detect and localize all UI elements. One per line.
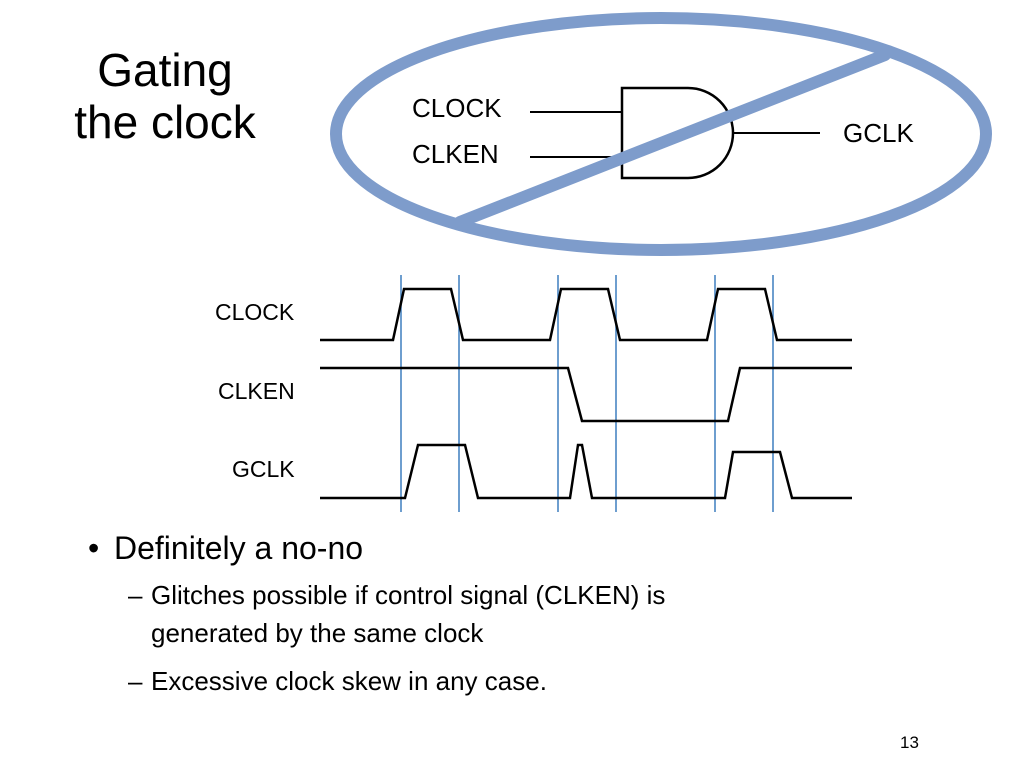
gated-clock-schematic: CLOCK CLKEN GCLK bbox=[330, 12, 992, 256]
gate-input-clken-label: CLKEN bbox=[412, 139, 499, 169]
sub-bullet-line: generated by the same clock bbox=[151, 618, 484, 648]
clock-waveform bbox=[320, 287, 852, 342]
prohibition-ellipse bbox=[330, 12, 992, 256]
timing-diagram: CLOCK CLKEN GCLK bbox=[215, 275, 852, 512]
and-gate-symbol bbox=[620, 86, 735, 180]
gclk-waveform bbox=[320, 443, 852, 500]
title-line-1: Gating bbox=[97, 44, 233, 96]
bullet-marker: • bbox=[88, 530, 100, 566]
sub-bullet-glitches: – Glitches possible if control signal (C… bbox=[88, 576, 888, 652]
sub-bullet-dash: – bbox=[128, 666, 143, 696]
timing-label-clock: CLOCK bbox=[215, 299, 295, 325]
timing-label-gclk: GCLK bbox=[232, 456, 295, 482]
gate-input-clock-label: CLOCK bbox=[412, 93, 502, 123]
sub-bullet-line: Excessive clock skew in any case. bbox=[151, 666, 547, 696]
sub-bullet-line: Glitches possible if control signal (CLK… bbox=[151, 580, 666, 610]
bullet-main-text: Definitely a no-no bbox=[114, 530, 364, 566]
page-number: 13 bbox=[900, 733, 919, 752]
gate-output-label: GCLK bbox=[843, 118, 914, 148]
title-line-2: the clock bbox=[74, 96, 256, 148]
sub-bullet-skew: – Excessive clock skew in any case. bbox=[88, 662, 888, 700]
bullet-main: • Definitely a no-no bbox=[88, 528, 888, 568]
sub-bullet-dash: – bbox=[128, 580, 143, 610]
prohibition-slash bbox=[454, 49, 891, 228]
bullet-list: • Definitely a no-no – Glitches possible … bbox=[88, 528, 888, 700]
clken-waveform bbox=[320, 366, 852, 423]
timing-label-clken: CLKEN bbox=[218, 378, 295, 404]
slide-title: Gating the clock bbox=[40, 44, 290, 148]
